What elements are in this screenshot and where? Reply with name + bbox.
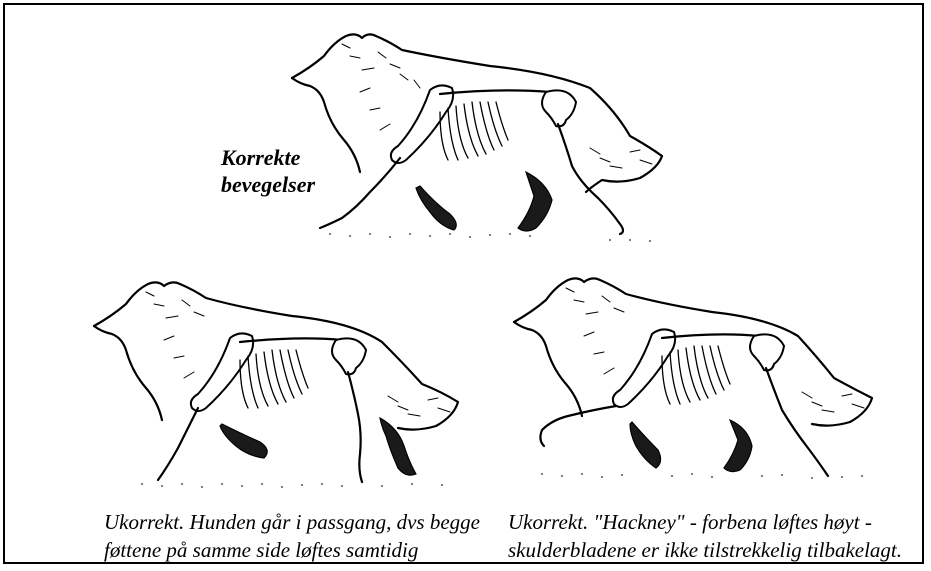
legs-shadow <box>220 418 416 475</box>
dog-illustration-hackney <box>512 270 884 492</box>
heading-line-1: Korrekte <box>221 144 361 171</box>
dog-illustration-correct <box>290 28 670 250</box>
caption-hackney-line-2: skulderbladene er ikke tilstrekkelig til… <box>508 536 902 564</box>
caption-hackney-line-1: Ukorrekt. "Hackney" - forbena løftes høy… <box>508 508 902 536</box>
ground-shading <box>141 483 443 488</box>
caption-hackney: Ukorrekt. "Hackney" - forbena løftes høy… <box>508 508 902 564</box>
heading-line-2: bevegelser <box>221 171 361 198</box>
skeleton <box>158 333 366 482</box>
caption-pacing-line-1: Ukorrekt. Hunden går i passgang, dvs beg… <box>104 508 480 536</box>
skeleton <box>320 85 623 234</box>
ground-shading <box>329 233 651 242</box>
legs-shadow <box>630 420 752 472</box>
caption-pacing-line-2: føttene på samme side løftes samtidig <box>104 536 480 564</box>
skeleton <box>540 329 828 476</box>
ground-shading <box>541 473 863 479</box>
caption-pacing: Ukorrekt. Hunden går i passgang, dvs beg… <box>104 508 480 564</box>
dog-illustration-pacing <box>92 278 470 496</box>
dog-outline <box>514 278 872 425</box>
legs-shadow <box>416 172 552 231</box>
correct-movement-heading: Korrekte bevegelser <box>221 144 361 198</box>
dog-outline <box>94 282 458 429</box>
